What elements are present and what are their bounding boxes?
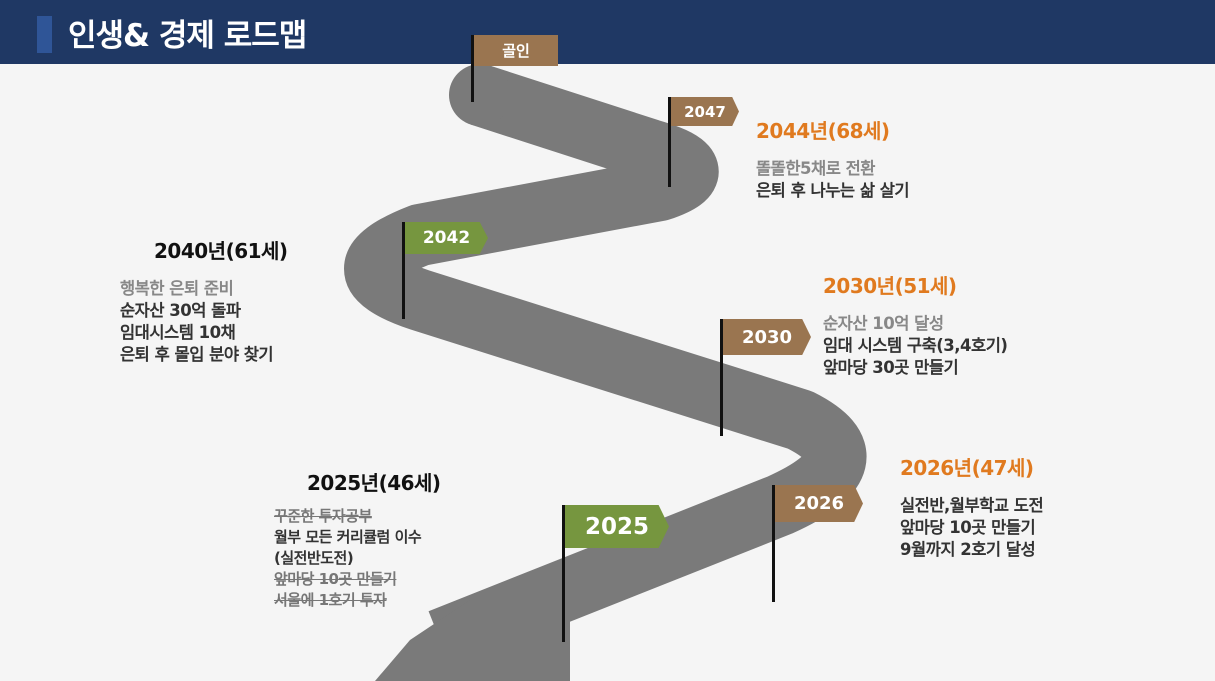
milestone-item: 실전반,월부학교 도전: [900, 496, 1044, 515]
milestone-title: 2044년(68세): [756, 119, 890, 143]
road-bottom: [375, 600, 570, 681]
milestone-title: 2026년(47세): [900, 456, 1034, 480]
page-title: 인생& 경제 로드맵: [68, 18, 307, 54]
milestone-item: 임대 시스템 구축(3,4호기): [823, 336, 1008, 355]
milestone-item: 9월까지 2호기 달성: [900, 540, 1036, 559]
milestone-item: 은퇴 후 나누는 삶 살기: [756, 181, 910, 200]
milestone-2040: 2040년(61세) 행복한 은퇴 준비 순자산 30억 돌파 임대시스템 10…: [120, 235, 288, 366]
milestone-title: 2030년(51세): [823, 274, 957, 298]
milestone-title: 2040년(61세): [154, 239, 288, 263]
title-accent-bar: [37, 16, 52, 53]
milestone-2030: 2030년(51세) 순자산 10억 달성 임대 시스템 구축(3,4호기) 앞…: [823, 270, 1008, 379]
milestone-item: 앞마당 10곳 만들기: [900, 518, 1036, 537]
milestone-2025: 2025년(46세) 꾸준한 투자공부 월부 모든 커리큘럼 이수 (실전반도전…: [274, 467, 441, 611]
header-bar: 인생& 경제 로드맵: [0, 0, 1215, 64]
milestone-item: 꾸준한 투자공부: [274, 507, 372, 525]
milestone-item: 앞마당 30곳 만들기: [823, 358, 959, 377]
milestone-item: 임대시스템 10채: [120, 323, 236, 342]
milestone-item: 똘똘한5채로 전환: [756, 159, 876, 178]
milestone-item: 월부 모든 커리큘럼 이수: [274, 528, 422, 546]
milestone-item: 순자산 10억 달성: [823, 314, 944, 333]
milestone-item: 은퇴 후 몰입 분야 찾기: [120, 345, 274, 364]
milestone-title: 2025년(46세): [307, 471, 441, 495]
milestone-item: 행복한 은퇴 준비: [120, 279, 234, 298]
milestone-item: 앞마당 10곳 만들기: [274, 570, 397, 588]
road-path: [344, 65, 867, 669]
road-end: [449, 64, 511, 126]
milestone-item: (실전반도전): [274, 549, 354, 567]
milestone-item: 순자산 30억 돌파: [120, 301, 241, 320]
milestone-item: 서울에 1호기 투자: [274, 591, 387, 609]
milestone-2026: 2026년(47세) 실전반,월부학교 도전 앞마당 10곳 만들기 9월까지 …: [900, 452, 1044, 561]
milestone-2044: 2044년(68세) 똘똘한5채로 전환 은퇴 후 나누는 삶 살기: [756, 115, 910, 202]
